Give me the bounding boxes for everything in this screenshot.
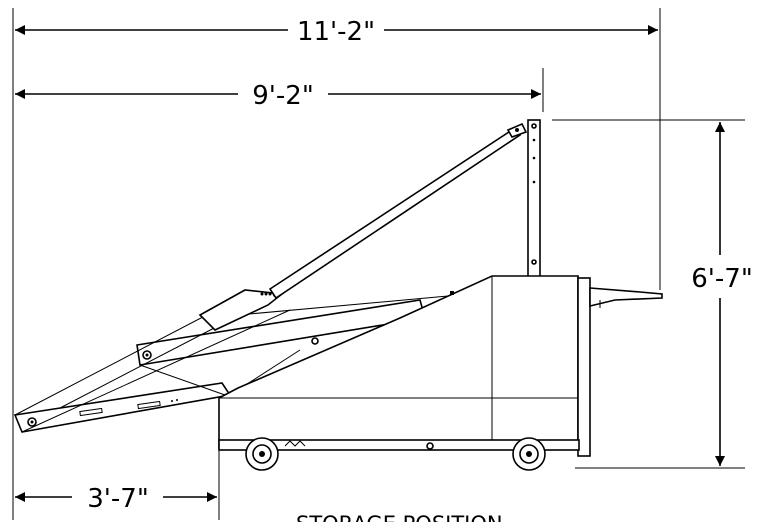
- dimension-height: 6'-7": [691, 122, 753, 466]
- machine-body: [218, 275, 663, 457]
- front-wheel: [245, 437, 279, 471]
- dimension-front-overhang: 3'-7": [15, 484, 217, 514]
- boom-length-label: 9'-2": [252, 81, 314, 111]
- support-strut: [268, 122, 528, 300]
- dimension-boom-length: 9'-2": [15, 81, 541, 111]
- overall-length-label: 11'-2": [297, 17, 375, 47]
- dimension-overall-length: 11'-2": [15, 17, 658, 47]
- front-overhang-label: 3'-7": [87, 484, 149, 514]
- conveyor-boom: [13, 289, 449, 433]
- rear-wheel: [512, 437, 546, 471]
- extension-lines: [12, 8, 745, 520]
- drawing-caption: STORAGE POSITION: [296, 512, 503, 522]
- height-label: 6'-7": [691, 264, 753, 294]
